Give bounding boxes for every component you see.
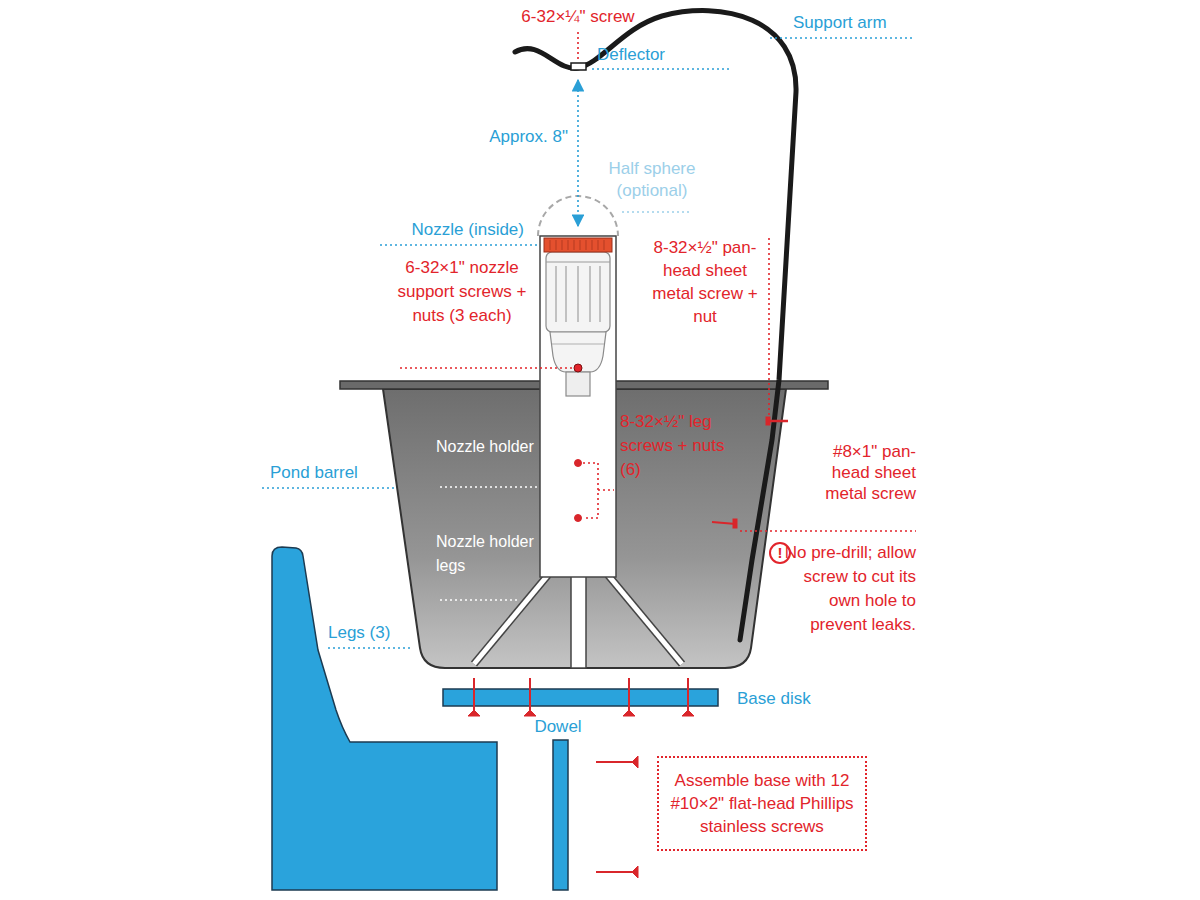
nozzle — [562, 240, 563, 250]
barrel-screws — [575, 417, 789, 528]
part-name: Deflector — [597, 44, 717, 66]
base-disk — [443, 689, 718, 706]
nozzle — [556, 266, 600, 322]
nozzle-holder-legs — [474, 575, 548, 664]
nozzle — [550, 240, 604, 250]
nozzle — [546, 252, 610, 332]
leader-lines — [262, 32, 916, 648]
screw — [712, 522, 736, 524]
part-name: Nozzle (inside) — [360, 219, 524, 241]
nozzle — [598, 240, 599, 250]
screw-callout: 8-32×½" pan-head sheet metal screw + nut — [648, 236, 762, 328]
leader-lines — [400, 367, 572, 369]
leg-screw — [575, 515, 582, 522]
support-arm — [515, 11, 796, 640]
leader-lines — [440, 599, 520, 601]
screw — [766, 417, 788, 425]
dimension-label: Approx. 8" — [448, 126, 568, 148]
screw — [524, 678, 536, 716]
nozzle — [550, 332, 606, 372]
part-name: Nozzle holder legs — [436, 530, 540, 578]
part-name: Support arm — [793, 12, 923, 34]
screw — [632, 756, 638, 768]
screw — [632, 866, 638, 878]
screw — [768, 420, 788, 423]
nozzle — [555, 266, 557, 322]
nozzle — [556, 240, 557, 250]
part-name: Pond barrel — [270, 462, 394, 484]
nozzle — [592, 240, 593, 250]
nozzle — [566, 372, 590, 396]
part-name: Half sphere (optional) — [596, 158, 708, 202]
nozzle-support-screw — [574, 364, 582, 372]
leader-lines — [768, 238, 770, 416]
screw — [468, 678, 480, 716]
nozzle — [604, 240, 605, 250]
note-box: Assemble base with 12 #10×2" flat-head P… — [657, 756, 867, 851]
leader-lines — [598, 489, 614, 491]
leader-lines — [740, 530, 916, 532]
screw-callout: #8×1" pan-head sheet metal screw — [806, 441, 916, 504]
nozzle — [568, 240, 569, 250]
nozzle-cap — [544, 238, 612, 252]
leader-lines — [622, 211, 692, 213]
nozzle — [574, 240, 575, 250]
screw-callout: 8-32×½" leg screws + nuts (6) — [620, 410, 736, 482]
screw — [682, 678, 694, 716]
nozzle-holder-legs — [608, 575, 682, 664]
leader-lines — [592, 68, 732, 70]
screw — [733, 519, 737, 528]
part-name: Legs (3) — [328, 622, 428, 644]
nozzle-holder — [540, 236, 616, 577]
leader-lines — [577, 80, 579, 226]
nozzle — [599, 266, 601, 322]
screw — [468, 710, 480, 716]
nozzle — [546, 261, 610, 262]
screw — [596, 866, 638, 878]
leg-screw — [575, 460, 582, 467]
screw — [623, 678, 635, 716]
leader-lines — [583, 463, 598, 518]
nozzle — [586, 240, 587, 250]
screw-callout: 6-32×¼" screw — [478, 6, 678, 28]
part-name: Nozzle holder — [436, 436, 540, 458]
part-name: Base disk — [737, 688, 857, 710]
leader-lines — [770, 37, 915, 39]
leader-lines — [380, 244, 540, 246]
warning-note: No pre-drill; allow screw to cut its own… — [774, 541, 916, 637]
nozzle — [565, 266, 567, 322]
nozzle-holder-legs — [608, 575, 682, 664]
nozzle — [589, 266, 591, 322]
leader-lines — [440, 486, 538, 488]
screw — [682, 710, 694, 716]
nozzle — [577, 266, 579, 322]
nozzle — [552, 343, 604, 344]
nozzle — [580, 240, 581, 250]
screw — [766, 417, 770, 425]
nozzle-holder-legs — [474, 575, 548, 664]
nozzle — [544, 238, 612, 396]
leader-lines — [577, 32, 579, 60]
screw — [524, 710, 536, 716]
leader-lines — [328, 647, 410, 649]
note-text: Assemble base with 12 #10×2" flat-head P… — [669, 769, 855, 838]
screw — [712, 519, 737, 528]
leader-lines — [262, 487, 396, 489]
screw-callout: 6-32×1" nozzle support screws + nuts (3 … — [384, 256, 540, 328]
dowel — [553, 740, 568, 890]
nozzle — [550, 240, 551, 250]
deflector — [571, 63, 586, 70]
part-name: Dowel — [518, 716, 598, 738]
screw — [596, 756, 638, 768]
screw — [623, 710, 635, 716]
